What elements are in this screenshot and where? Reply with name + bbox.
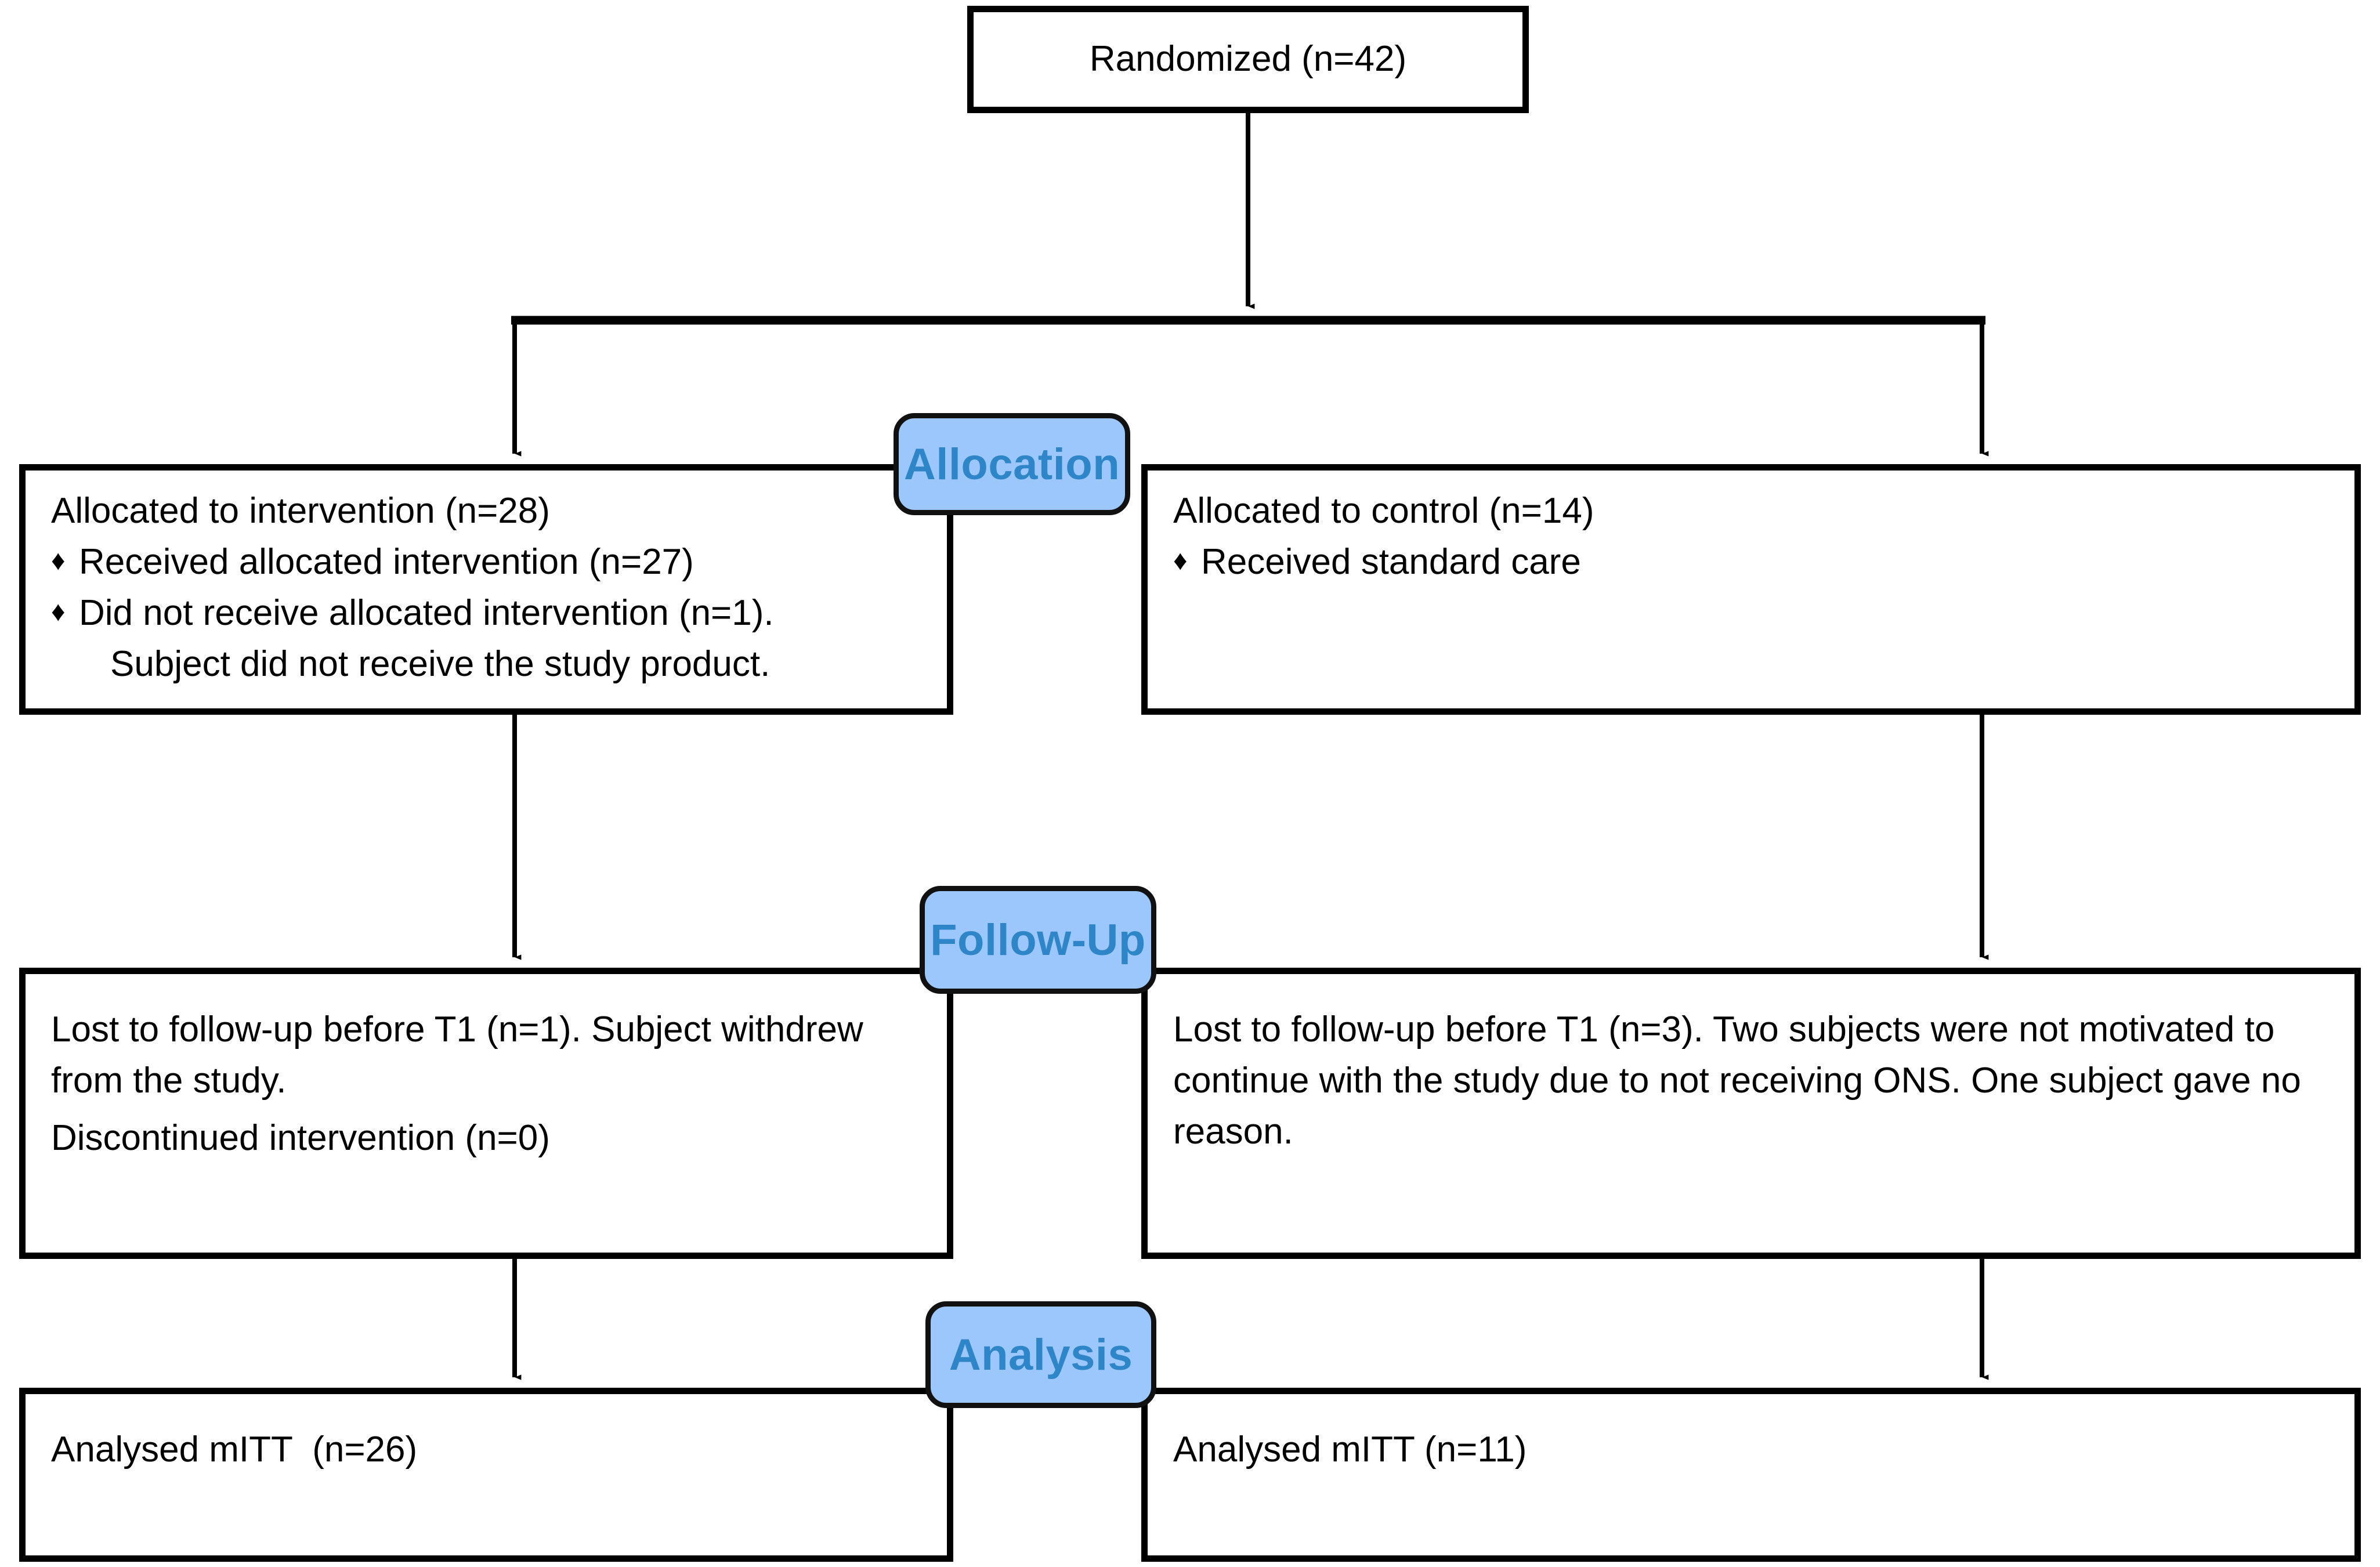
stage-badge-allocation-label: Allocation: [903, 439, 1120, 489]
followup-intervention-lost-text: Lost to follow-up before T1 (n=1). Subje…: [51, 1009, 873, 1101]
stage-badge-allocation: Allocation: [894, 413, 1130, 515]
diamond-bullet-icon: ♦: [1173, 545, 1188, 577]
followup-intervention-box: Lost to follow-up before T1 (n=1). Subje…: [19, 968, 953, 1259]
allocation-control-bullet-1: ♦ Received standard care: [1173, 537, 2332, 588]
allocation-control-box: Allocated to control (n=14) ♦ Received s…: [1141, 464, 2361, 715]
stage-badge-analysis-label: Analysis: [949, 1330, 1133, 1380]
followup-control-lost-text: Lost to follow-up before T1 (n=3). Two s…: [1173, 1009, 2312, 1152]
allocation-intervention-box: Allocated to intervention (n=28) ♦ Recei…: [19, 464, 953, 715]
stage-badge-followup-label: Follow-Up: [930, 915, 1146, 965]
allocation-intervention-bullet-2-text: Did not receive allocated intervention (…: [79, 593, 774, 634]
stage-badge-followup: Follow-Up: [920, 886, 1156, 994]
allocation-control-bullet-1-text: Received standard care: [1201, 542, 1581, 582]
analysis-intervention-box: Analysed mITT (n=26): [19, 1388, 953, 1562]
diamond-bullet-icon: ♦: [51, 596, 66, 628]
allocation-intervention-bullet-1-text: Received allocated intervention (n=27): [79, 542, 694, 582]
stage-badge-analysis: Analysis: [925, 1301, 1156, 1408]
allocation-intervention-bullet-1: ♦ Received allocated intervention (n=27): [51, 537, 925, 588]
diamond-bullet-icon: ♦: [51, 545, 66, 577]
allocation-intervention-bullet-2-continuation: Subject did not receive the study produc…: [110, 644, 771, 685]
analysis-control-text: Analysed mITT (n=11): [1173, 1430, 1527, 1470]
randomized-label: Randomized (n=42): [1089, 39, 1407, 79]
randomized-box: Randomized (n=42): [967, 6, 1529, 113]
allocation-control-heading: Allocated to control (n=14): [1173, 491, 1594, 531]
followup-intervention-discontinued-text: Discontinued intervention (n=0): [51, 1118, 550, 1159]
allocation-intervention-heading: Allocated to intervention (n=28): [51, 491, 550, 531]
analysis-intervention-text: Analysed mITT (n=26): [51, 1430, 418, 1470]
analysis-control-box: Analysed mITT (n=11): [1141, 1388, 2361, 1562]
followup-control-box: Lost to follow-up before T1 (n=3). Two s…: [1141, 968, 2361, 1259]
followup-intervention-spacer: [51, 1106, 925, 1113]
allocation-intervention-bullet-2: ♦ Did not receive allocated intervention…: [51, 588, 925, 639]
